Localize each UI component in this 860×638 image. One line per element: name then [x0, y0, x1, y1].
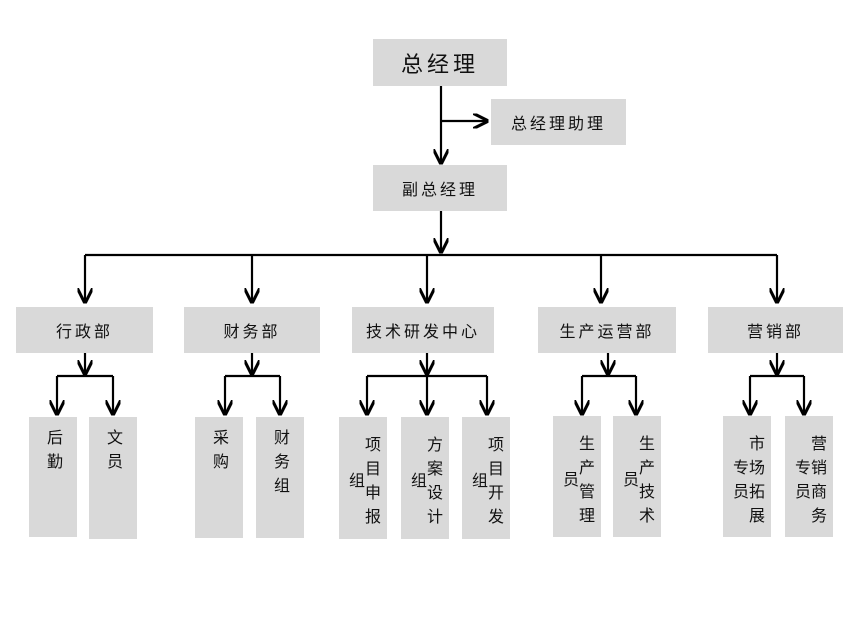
node-vice-general-manager: 副总经理: [373, 165, 507, 211]
node-label: 生产技术员: [620, 434, 655, 531]
node-scheme-design: 方案设计组: [401, 417, 449, 539]
node-dept-rnd: 技术研发中心: [352, 307, 494, 353]
node-project-application: 项目申报组: [339, 417, 387, 539]
node-dept-production: 生产运营部: [538, 307, 676, 353]
node-marketing-business: 营销商务专员: [785, 416, 833, 537]
node-label: 总经理助理: [510, 114, 606, 133]
node-project-development: 项目开发组: [462, 417, 510, 539]
node-label: 财务组: [271, 429, 290, 501]
node-label: 项目申报组: [346, 436, 381, 532]
node-label: 文员: [104, 429, 123, 477]
node-label: 技术研发中心: [365, 322, 480, 341]
node-label: 营销部: [746, 322, 804, 341]
node-production-manager: 生产管理员: [553, 416, 601, 537]
node-dept-finance: 财务部: [184, 307, 320, 353]
node-label: 后勤: [44, 429, 63, 477]
node-general-manager: 总经理: [373, 39, 507, 86]
node-logistics: 后勤: [29, 417, 77, 537]
node-gm-assistant: 总经理助理: [491, 99, 626, 145]
node-label: 副总经理: [401, 180, 478, 199]
node-label: 营销商务专员: [792, 434, 827, 531]
node-label: 总经理: [400, 52, 479, 78]
node-production-technician: 生产技术员: [613, 416, 661, 537]
node-procurement: 采购: [195, 417, 243, 538]
node-clerk: 文员: [89, 417, 137, 539]
node-label: 方案设计组: [408, 436, 443, 532]
node-market-expansion: 市场拓展专员: [723, 416, 771, 537]
node-label: 财务部: [223, 322, 281, 341]
node-finance-team: 财务组: [256, 417, 304, 538]
node-dept-admin: 行政部: [16, 307, 153, 353]
node-label: 市场拓展专员: [730, 434, 765, 531]
node-label: 生产管理员: [560, 434, 595, 531]
node-label: 行政部: [55, 322, 113, 341]
node-label: 项目开发组: [469, 436, 504, 532]
node-dept-marketing: 营销部: [708, 307, 843, 353]
node-label: 生产运营部: [559, 322, 655, 341]
node-label: 采购: [210, 429, 229, 477]
